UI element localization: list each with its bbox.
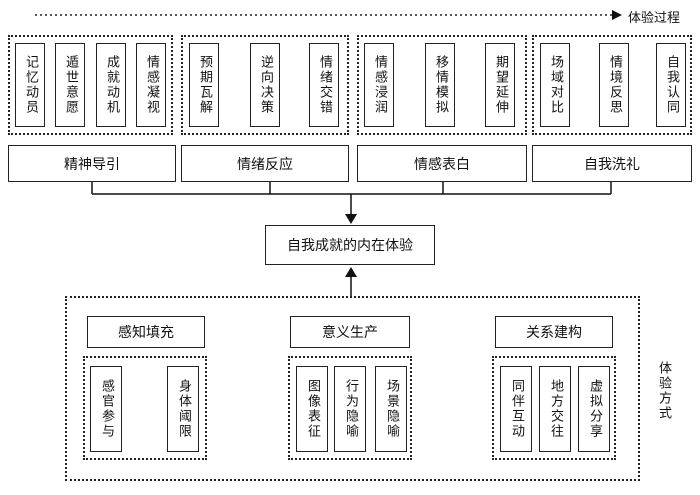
- bottom-item-1-1: 感官参与: [90, 366, 122, 452]
- top-item-4-2: 情境反思: [599, 43, 629, 127]
- top-label-4: 自我洗礼: [532, 145, 692, 182]
- bottom-item-1-2: 身体阈限: [167, 366, 199, 452]
- bottom-frame-2: [288, 356, 412, 460]
- top-item-3-2: 移情模拟: [425, 43, 455, 127]
- bottom-item-2-2: 行为隐喻: [334, 366, 366, 452]
- bottom-frame-1: [83, 356, 207, 460]
- method-label: 体验方式: [656, 361, 671, 421]
- top-label-1: 精神导引: [8, 145, 176, 182]
- bottom-item-2-1: 图像表征: [296, 366, 328, 452]
- top-item-1-4: 情感凝视: [136, 43, 166, 127]
- bottom-frame-3: [492, 356, 616, 460]
- top-item-1-1: 记忆动员: [15, 43, 45, 127]
- top-item-4-3: 自我认同: [656, 43, 686, 127]
- bottom-outer-frame: [65, 296, 640, 481]
- process-label: 体验过程: [628, 10, 681, 26]
- bottom-label-3: 关系建构: [495, 316, 613, 348]
- top-item-1-3: 成就动机: [96, 43, 126, 127]
- bottom-item-3-1: 同伴互动: [500, 366, 532, 452]
- top-item-2-1: 预期瓦解: [189, 43, 219, 127]
- top-item-2-3: 情绪交错: [309, 43, 339, 127]
- group-frame-2: [181, 35, 349, 135]
- group-frame-1: [8, 35, 173, 135]
- center-box: 自我成就的内在体验: [265, 225, 435, 265]
- bottom-item-2-3: 场景隐喻: [375, 366, 407, 452]
- top-label-3: 情感表白: [357, 145, 527, 182]
- bottom-label-2: 意义生产: [290, 316, 410, 348]
- bottom-item-3-3: 虚拟分享: [578, 366, 610, 452]
- group-frame-3: [357, 35, 527, 135]
- bottom-item-3-2: 地方交往: [539, 366, 571, 452]
- top-item-3-1: 情感浸润: [364, 43, 394, 127]
- top-item-2-2: 逆向决策: [250, 43, 280, 127]
- group-frame-4: [532, 35, 692, 135]
- top-item-1-2: 遁世意愿: [55, 43, 85, 127]
- top-item-3-3: 期望延伸: [485, 43, 515, 127]
- top-item-4-1: 场域对比: [540, 43, 570, 127]
- top-label-2: 情绪反应: [181, 145, 349, 182]
- bottom-label-1: 感知填充: [87, 316, 205, 348]
